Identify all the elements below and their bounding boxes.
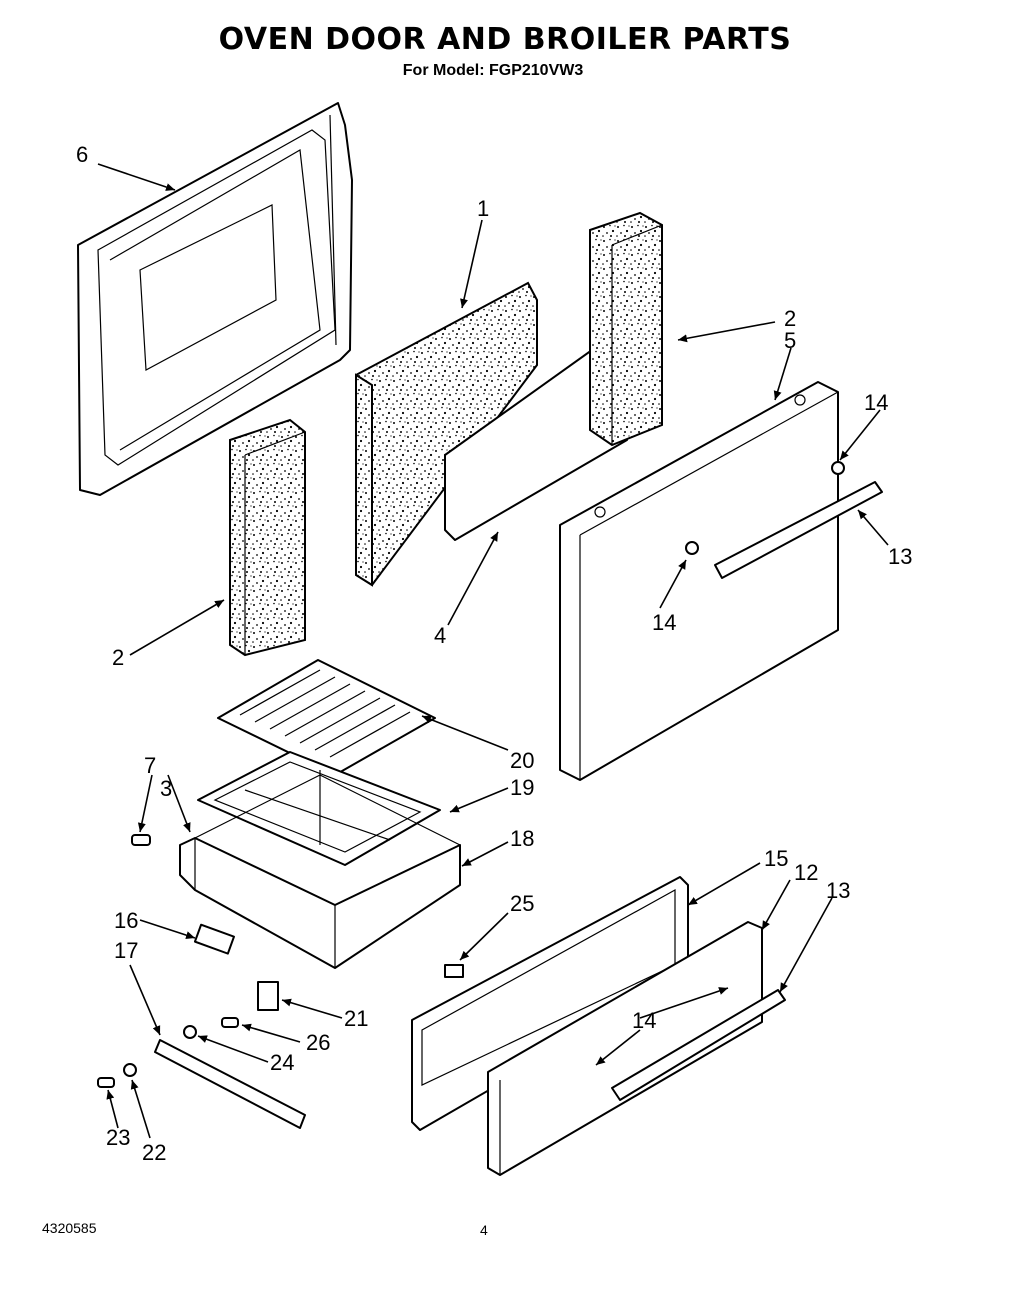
callout-16: 16	[114, 908, 138, 933]
spring-16	[193, 923, 235, 955]
document-number: 4320585	[42, 1220, 97, 1236]
callout-17: 17	[114, 938, 138, 963]
callout-18: 18	[510, 826, 534, 851]
oven-door-handle	[685, 461, 883, 579]
hinge-arm-17	[154, 1039, 306, 1129]
page-number: 4	[480, 1222, 488, 1238]
clip-25	[444, 964, 464, 978]
washer-22	[123, 1063, 137, 1077]
screw-23	[97, 1077, 115, 1088]
door-insulation-block	[355, 281, 628, 587]
side-insulation-left	[229, 418, 306, 657]
callout-1: 1	[477, 196, 489, 221]
callout-23: 23	[106, 1125, 130, 1150]
callout-3: 3	[160, 776, 172, 801]
hinge-21	[257, 981, 279, 1011]
callout-7: 7	[144, 753, 156, 778]
callout-20: 20	[510, 748, 534, 773]
callout-12: 12	[794, 860, 818, 885]
nut-24	[183, 1025, 197, 1039]
outer-door-panel	[559, 381, 839, 781]
broiler-drawer	[179, 774, 461, 969]
callout-6: 6	[76, 142, 88, 167]
callout-24: 24	[270, 1050, 294, 1075]
callout-14-bottom: 14	[632, 1008, 656, 1033]
callout-13-top: 13	[888, 544, 912, 569]
callout-14-mid: 14	[652, 610, 676, 635]
broiler-grid	[217, 659, 436, 776]
callout-4: 4	[434, 623, 446, 648]
callout-19: 19	[510, 775, 534, 800]
callout-2-right: 2	[784, 306, 796, 331]
inner-door-panel	[77, 102, 353, 496]
broiler-door-handle	[611, 989, 786, 1101]
screw-7	[131, 834, 151, 846]
callout-22: 22	[142, 1140, 166, 1165]
callout-15: 15	[764, 846, 788, 871]
broiler-pan-liner	[197, 751, 441, 866]
page-title: OVEN DOOR AND BROILER PARTS	[218, 22, 792, 57]
model-subtitle: For Model: FGP210VW3	[402, 62, 584, 79]
leader-lines	[97, 163, 889, 1139]
callout-5: 5	[784, 328, 796, 353]
callout-2-left: 2	[112, 645, 124, 670]
callout-26: 26	[306, 1030, 330, 1055]
side-insulation-right	[589, 211, 663, 447]
broiler-door-outer-panel	[487, 921, 763, 1176]
callout-25: 25	[510, 891, 534, 916]
callout-13-bottom: 13	[826, 878, 850, 903]
screw-26	[221, 1017, 239, 1028]
callout-21: 21	[344, 1006, 368, 1031]
callout-14-top: 14	[864, 390, 888, 415]
